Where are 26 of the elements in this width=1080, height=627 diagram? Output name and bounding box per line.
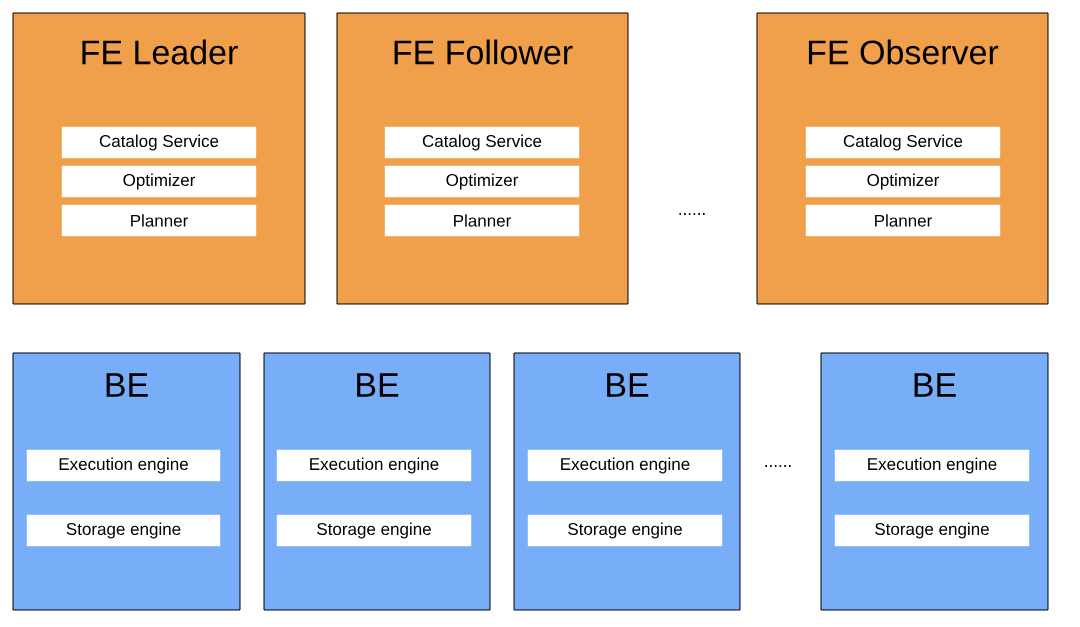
box-title: FE Observer xyxy=(808,39,999,65)
component-box: Storage engine xyxy=(834,514,1030,547)
box-title: BE xyxy=(914,373,956,397)
component-box: Optimizer xyxy=(805,165,1001,198)
component-box: Execution engine xyxy=(834,449,1030,482)
component-box: Optimizer xyxy=(61,165,257,198)
ellipsis: ...... xyxy=(765,465,791,467)
component-box: Planner xyxy=(384,204,580,237)
component-box: Catalog Service xyxy=(805,126,1001,159)
component-box: Catalog Service xyxy=(384,126,580,159)
box-title: BE xyxy=(106,373,148,397)
component-box: Planner xyxy=(61,204,257,237)
component-box: Storage engine xyxy=(26,514,221,547)
component-box: Execution engine xyxy=(527,449,723,482)
ellipsis: ...... xyxy=(679,213,705,215)
component-box: Planner xyxy=(805,204,1001,237)
box-title: BE xyxy=(357,373,399,397)
component-box: Storage engine xyxy=(276,514,472,547)
box-title: FE Leader xyxy=(82,39,238,65)
box-title: FE Follower xyxy=(394,39,573,65)
component-box: Catalog Service xyxy=(61,126,257,159)
component-box: Optimizer xyxy=(384,165,580,198)
component-box: Execution engine xyxy=(26,449,221,482)
component-box: Execution engine xyxy=(276,449,472,482)
box-title: BE xyxy=(607,373,649,397)
component-box: Storage engine xyxy=(527,514,723,547)
